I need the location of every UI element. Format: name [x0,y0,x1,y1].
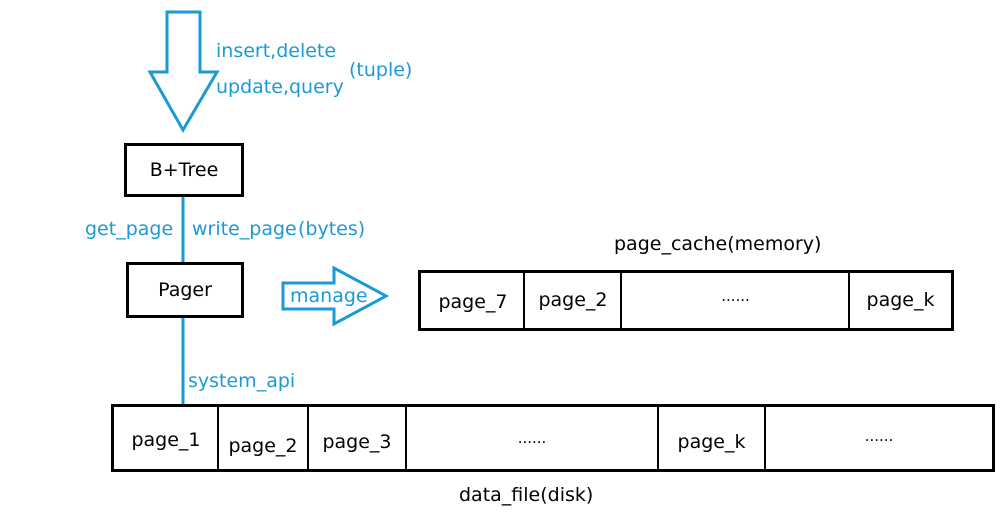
get-page-label: get_page [85,218,174,240]
data-file-cell-label: ...... [864,427,894,445]
page-cache-box: page_7 page_2 ...... page_k [418,270,954,331]
data-file-divider [405,407,407,469]
input-ops-line1: insert,delete [216,40,337,62]
page-cache-cell-label: page_7 [438,291,508,313]
data-file-cell: page_3 [309,407,405,469]
page-cache-cell: page_k [850,273,951,328]
data-file-cell: page_k [659,407,764,469]
manage-arrow [281,265,390,327]
data-file-box: page_1 page_2 page_3 ...... page_k .....… [111,404,995,472]
data-file-cell: page_1 [114,407,218,469]
data-file-cell: ...... [766,407,992,469]
data-file-cell-label: page_3 [322,431,392,453]
page-cache-cell-label: page_2 [538,289,608,311]
pager-node: Pager [126,262,244,318]
input-ops-line2: update,query [216,76,344,98]
page-cache-cell-label: ...... [721,287,750,305]
page-cache-cell: ...... [622,273,849,328]
pager-label: Pager [158,279,212,301]
data-file-cell-label: ...... [517,429,547,447]
data-file-cell: ...... [407,407,657,469]
system-api-label: system_api [188,370,296,392]
data-file-divider [217,407,219,469]
data-file-divider [657,407,659,469]
data-file-cell: page_2 [219,407,307,469]
manage-label: manage [290,285,368,307]
data-file-divider [307,407,309,469]
page-cache-cell: page_2 [525,273,621,328]
data-file-title: data_file(disk) [459,484,594,506]
page-cache-title: page_cache(memory) [614,233,822,255]
page-cache-divider [848,273,850,328]
page-cache-divider [523,273,525,328]
btree-node: B+Tree [124,143,244,197]
data-file-cell-label: page_2 [228,435,298,457]
data-file-cell-label: page_k [677,431,746,453]
page-cache-cell-label: page_k [866,289,935,311]
data-file-divider [764,407,766,469]
btree-label: B+Tree [149,159,219,181]
bytes-unit-label: (bytes) [298,218,366,240]
data-file-cell-label: page_1 [131,429,201,451]
write-page-label: write_page [192,218,297,240]
input-down-arrow [147,10,220,133]
page-cache-divider [620,273,622,328]
input-unit-label: (tuple) [349,59,413,81]
page-cache-cell: page_7 [421,273,525,328]
